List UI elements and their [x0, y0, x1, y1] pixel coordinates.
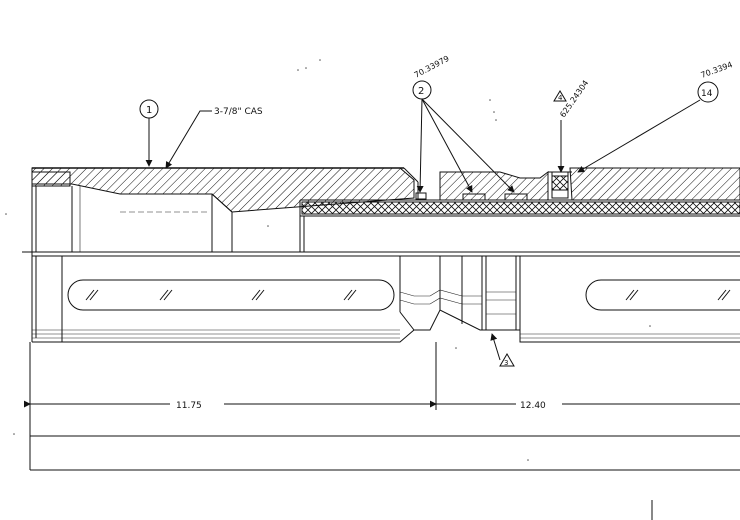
- lower-elevation: [31, 252, 740, 343]
- casing-note-leader: [165, 110, 212, 169]
- liner-band: [299, 199, 740, 252]
- svg-text:4: 4: [558, 94, 563, 102]
- dimension-left: 11.75: [176, 401, 202, 411]
- dimension-lines: [23, 342, 740, 520]
- callout-1: 1: [139, 99, 159, 167]
- seal-rings: [415, 171, 572, 201]
- callout-14: 14: [577, 81, 719, 173]
- callout-3: 3: [490, 333, 515, 367]
- scan-speckle: [5, 59, 651, 461]
- svg-text:3: 3: [504, 359, 508, 367]
- dimension-middle: 12.40: [520, 401, 546, 411]
- callout-2: 2: [412, 80, 515, 193]
- casing-note: 3-7/8" CAS: [214, 107, 263, 117]
- upper-housing-section: [31, 167, 740, 252]
- svg-text:1: 1: [146, 105, 152, 116]
- ref-c: 70.3394: [700, 60, 734, 80]
- svg-text:2: 2: [418, 86, 424, 97]
- ref-a: 70.33979: [413, 54, 451, 80]
- callout-4: 4: [553, 90, 567, 173]
- svg-text:14: 14: [701, 89, 713, 99]
- ref-b: 625.24304: [558, 79, 590, 120]
